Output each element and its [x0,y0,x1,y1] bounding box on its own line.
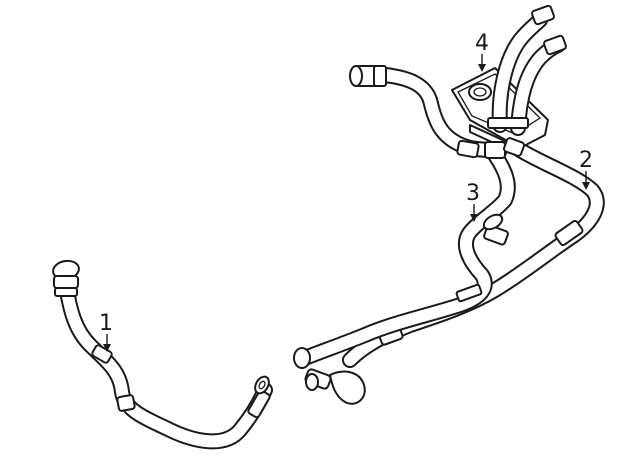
callout-label-3: 3 [466,181,480,206]
callout-label-4: 4 [475,31,489,56]
callout-4: 4 [475,31,489,72]
valve-bracket [451,4,567,159]
callout-1: 1 [99,311,113,352]
callout-2: 2 [579,148,593,190]
hose-3 [293,147,516,405]
callout-3: 3 [466,181,480,222]
callout-label-1: 1 [99,311,113,336]
hose-1 [52,259,273,450]
callout-label-2: 2 [579,148,593,173]
